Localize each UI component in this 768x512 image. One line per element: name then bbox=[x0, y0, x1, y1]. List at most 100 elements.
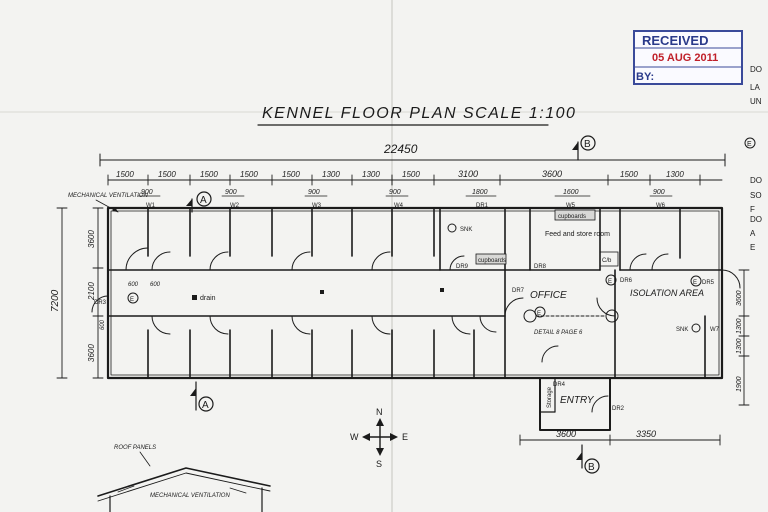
svg-text:E: E bbox=[693, 280, 697, 286]
svg-text:DR9: DR9 bbox=[456, 264, 469, 270]
window-tags: W1 W2 W3 W4 W5 W6 W7 bbox=[146, 203, 720, 333]
svg-text:1600: 1600 bbox=[563, 189, 579, 196]
roof-section-detail: ROOF PANELS MECHANICAL VENTILATION bbox=[97, 445, 271, 512]
overall-dimension: 22450 bbox=[99, 142, 726, 167]
svg-text:900: 900 bbox=[389, 189, 401, 196]
feed-store-room: cupboards Feed and store room cupboards … bbox=[475, 209, 619, 267]
svg-text:900: 900 bbox=[653, 189, 665, 196]
top-dimension-chain: 1500 1500 1500 1500 1500 1300 1300 1500 … bbox=[107, 169, 723, 186]
svg-text:SNK: SNK bbox=[460, 227, 472, 233]
overall-width-label: 7200 bbox=[50, 289, 61, 312]
svg-text:3600: 3600 bbox=[556, 429, 576, 439]
svg-text:DR4: DR4 bbox=[553, 382, 566, 388]
margin-notes: DO LA UN E DO SO F DO A E bbox=[744, 65, 762, 252]
svg-text:900: 900 bbox=[308, 189, 320, 196]
svg-text:3600: 3600 bbox=[542, 169, 562, 179]
svg-text:DR6: DR6 bbox=[620, 278, 633, 284]
left-dimension-chain: 3600 2100 3600 7200 bbox=[50, 207, 104, 379]
svg-text:W5: W5 bbox=[566, 203, 576, 209]
svg-text:2100: 2100 bbox=[87, 282, 96, 301]
svg-text:1500: 1500 bbox=[200, 170, 218, 179]
svg-text:1500: 1500 bbox=[402, 170, 420, 179]
svg-text:1900: 1900 bbox=[736, 376, 743, 392]
stamp-date-text: 05 AUG 2011 bbox=[652, 52, 718, 64]
svg-text:1500: 1500 bbox=[116, 170, 134, 179]
svg-text:DO: DO bbox=[750, 215, 762, 224]
svg-text:A: A bbox=[200, 195, 207, 206]
entry-label: ENTRY bbox=[560, 395, 595, 406]
svg-text:E: E bbox=[130, 297, 134, 303]
svg-text:1800: 1800 bbox=[472, 189, 488, 196]
compass-north: N bbox=[376, 407, 383, 417]
svg-text:SO: SO bbox=[750, 191, 762, 200]
section-marker-b-top: B bbox=[572, 135, 596, 161]
svg-text:W3: W3 bbox=[312, 203, 322, 209]
svg-text:E: E bbox=[537, 311, 541, 317]
feed-store-label: Feed and store room bbox=[545, 231, 610, 238]
section-marker-b-bottom: B bbox=[576, 444, 600, 474]
svg-text:W6: W6 bbox=[656, 203, 666, 209]
compass-west: W bbox=[350, 432, 359, 442]
svg-text:MECHANICAL VENTILATION: MECHANICAL VENTILATION bbox=[68, 193, 148, 199]
svg-text:DR5: DR5 bbox=[702, 280, 715, 286]
svg-text:600: 600 bbox=[128, 282, 139, 288]
drain-label: drain bbox=[192, 295, 216, 302]
svg-text:UN: UN bbox=[750, 97, 762, 106]
building-walls bbox=[106, 206, 724, 431]
stamp-by-text: BY: bbox=[636, 71, 654, 83]
svg-text:3350: 3350 bbox=[636, 429, 656, 439]
svg-text:1500: 1500 bbox=[620, 170, 638, 179]
compass-east: E bbox=[402, 432, 408, 442]
svg-text:DR3: DR3 bbox=[94, 300, 107, 306]
compass-icon: N S W E bbox=[350, 407, 408, 469]
section-marker-a-top: A bbox=[186, 191, 212, 213]
svg-text:600: 600 bbox=[150, 282, 161, 288]
opening-dimensions: 900 900 900 900 1800 1600 900 bbox=[137, 189, 673, 197]
isolation-area-label: ISOLATION AREA bbox=[630, 288, 704, 298]
compass-south: S bbox=[376, 459, 382, 469]
received-stamp: RECEIVED 05 AUG 2011 BY: bbox=[633, 30, 743, 85]
svg-text:F: F bbox=[750, 205, 755, 214]
svg-text:DR8: DR8 bbox=[534, 264, 547, 270]
cupboards-label-top: cupboards bbox=[558, 214, 586, 220]
svg-text:A: A bbox=[750, 229, 756, 238]
svg-text:E: E bbox=[750, 243, 755, 252]
svg-text:ROOF PANELS: ROOF PANELS bbox=[114, 445, 156, 451]
svg-text:1300: 1300 bbox=[736, 318, 743, 334]
svg-text:W2: W2 bbox=[230, 203, 240, 209]
svg-text:W7: W7 bbox=[710, 327, 720, 333]
svg-text:1300: 1300 bbox=[666, 170, 684, 179]
svg-text:drain: drain bbox=[200, 295, 216, 302]
svg-text:SNK: SNK bbox=[676, 327, 688, 333]
small-dimensions: 600 600 600 bbox=[100, 282, 161, 330]
e-tags: E E E E bbox=[127, 274, 702, 318]
svg-text:DR7: DR7 bbox=[512, 288, 525, 294]
svg-text:E: E bbox=[608, 279, 612, 285]
svg-text:LA: LA bbox=[750, 83, 760, 92]
door-tags: DR1 DR2 DR3 DR4 DR5 DR6 DR7 DR8 DR9 bbox=[94, 203, 715, 412]
svg-text:B: B bbox=[588, 462, 595, 473]
svg-text:1500: 1500 bbox=[158, 170, 176, 179]
svg-text:DR2: DR2 bbox=[612, 406, 625, 412]
svg-text:W1: W1 bbox=[146, 203, 156, 209]
cb-label: C/b bbox=[602, 258, 612, 264]
corridor-drains bbox=[320, 288, 444, 294]
sink-isolation: SNK bbox=[676, 323, 701, 333]
office-label: OFFICE bbox=[530, 290, 567, 301]
svg-text:MECHANICAL VENTILATION: MECHANICAL VENTILATION bbox=[150, 493, 230, 499]
svg-text:1500: 1500 bbox=[240, 170, 258, 179]
svg-text:1300: 1300 bbox=[362, 170, 380, 179]
svg-text:DO: DO bbox=[750, 176, 762, 185]
svg-text:3600: 3600 bbox=[87, 344, 96, 362]
svg-text:900: 900 bbox=[141, 189, 153, 196]
svg-text:DR1: DR1 bbox=[476, 203, 489, 209]
svg-text:1300: 1300 bbox=[736, 338, 743, 354]
door-swings bbox=[91, 247, 741, 413]
svg-text:3600: 3600 bbox=[736, 290, 743, 306]
bottom-dimension-chain: 3600 3350 bbox=[519, 429, 721, 446]
section-marker-a-bottom: A bbox=[190, 381, 214, 412]
svg-text:900: 900 bbox=[225, 189, 237, 196]
svg-text:1300: 1300 bbox=[322, 170, 340, 179]
